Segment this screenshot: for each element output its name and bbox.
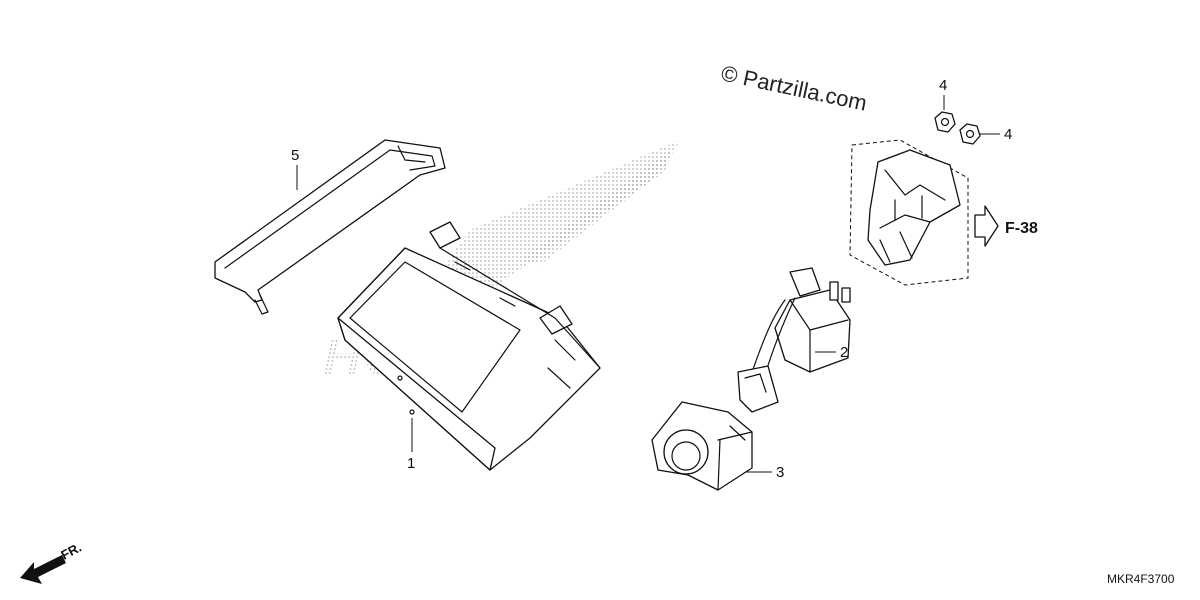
nut-right <box>959 123 981 145</box>
callout-1: 1 <box>407 455 415 472</box>
relay-cover <box>651 401 753 491</box>
front-direction-arrow-icon <box>20 555 66 584</box>
nut-left <box>934 111 956 133</box>
callout-4b: 4 <box>1004 126 1012 143</box>
callout-5: 5 <box>291 147 299 164</box>
battery <box>337 221 601 471</box>
battery-band <box>214 139 446 315</box>
callout-4a: 4 <box>939 77 947 94</box>
watermark-text: © Partzilla.com <box>719 60 869 115</box>
reference-arrow-icon <box>974 205 999 247</box>
reference-label: F-38 <box>1005 220 1038 237</box>
callout-3: 3 <box>776 464 784 481</box>
connector-detail-box <box>849 139 969 286</box>
diagram-code: MKR4F3700 <box>1107 572 1175 586</box>
callout-2: 2 <box>840 344 848 361</box>
starter-relay <box>737 267 851 413</box>
